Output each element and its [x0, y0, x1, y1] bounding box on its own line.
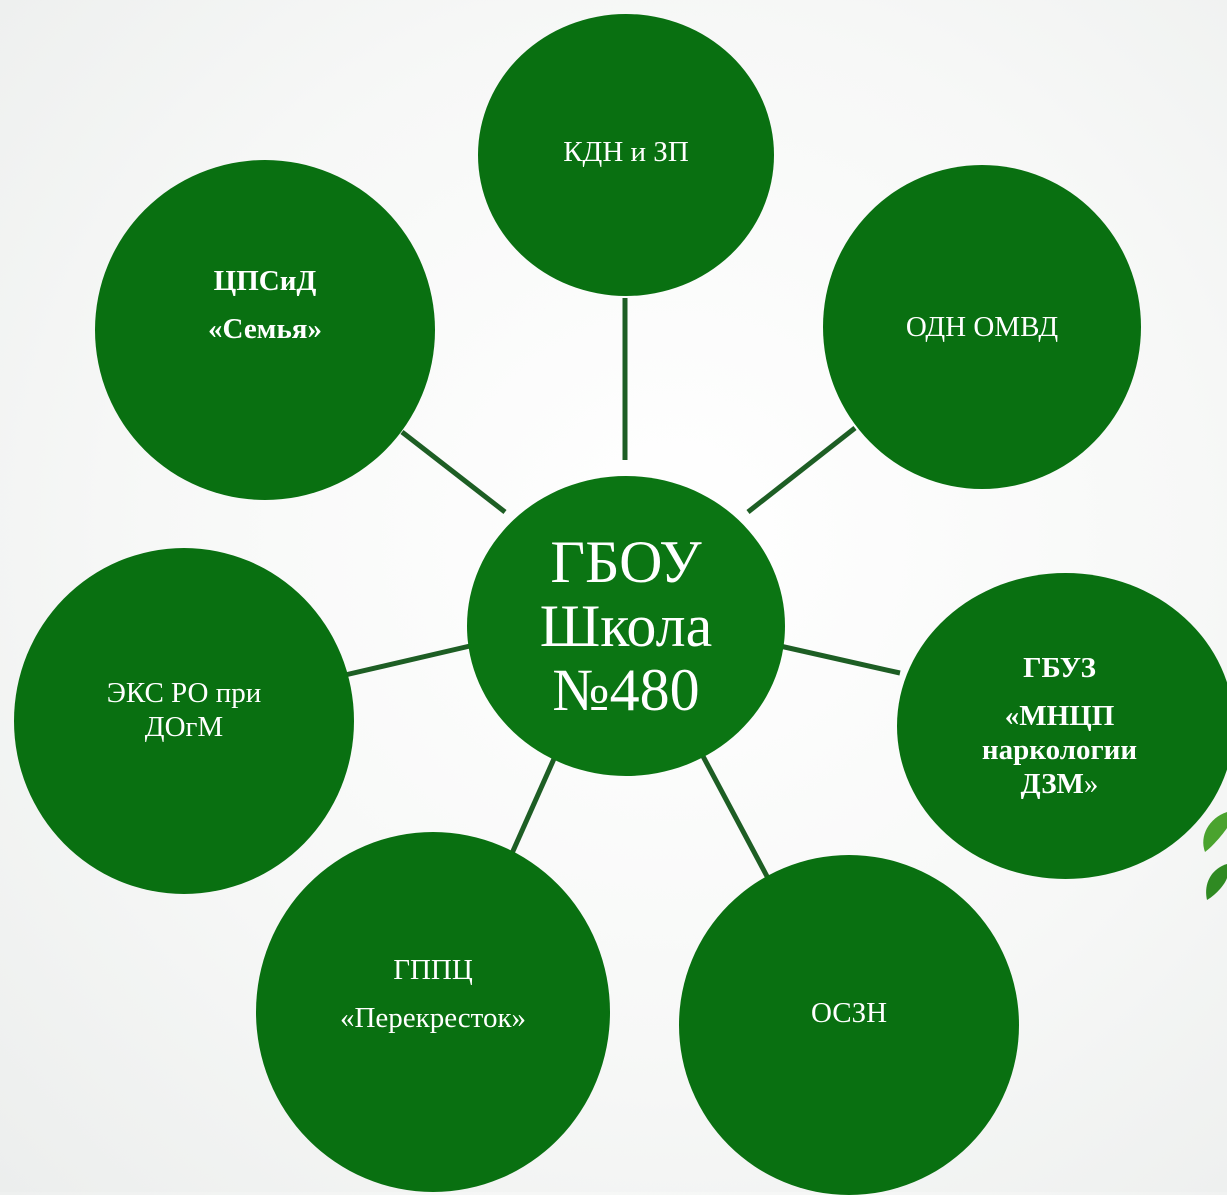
- center-line-1: ГБОУ: [550, 529, 702, 595]
- node-gbuz-line-3: наркологии: [981, 734, 1138, 766]
- node-gppc: ГППЦ «Перекресток»: [256, 832, 610, 1192]
- node-oszn-label: ОСЗН: [810, 997, 888, 1029]
- node-gbuz-line-4: ДЗМ»: [1021, 767, 1099, 801]
- node-eks-line-2: ДОгМ: [144, 711, 224, 743]
- node-cpsid: ЦПСиД «Семья»: [95, 160, 435, 500]
- node-gbuz-quote: »: [1083, 768, 1099, 800]
- node-eks: ЭКС РО при ДОгМ: [14, 548, 354, 894]
- connector-gbuz: [779, 643, 901, 676]
- node-kdn: КДН и ЗП: [478, 14, 774, 296]
- node-gppc-line-1: ГППЦ: [393, 954, 473, 986]
- connector-gppc: [506, 750, 560, 862]
- node-gppc-line-2: «Перекресток»: [339, 1002, 527, 1034]
- node-odn: ОДН ОМВД: [823, 165, 1141, 489]
- node-gbuz: ГБУЗ «МНЦП наркологии ДЗМ»: [897, 573, 1227, 879]
- node-gbuz-line-2: «МНЦП: [1004, 700, 1115, 732]
- node-odn-label: ОДН ОМВД: [905, 311, 1059, 343]
- node-oszn: ОСЗН: [679, 855, 1019, 1195]
- connector-oszn: [694, 743, 773, 884]
- center-line-2: Школа: [539, 593, 713, 659]
- node-cpsid-line-1: ЦПСиД: [213, 265, 317, 297]
- node-gbuz-line-1: ГБУЗ: [1023, 652, 1096, 684]
- connector-eks: [344, 643, 471, 678]
- leaf-decoration: [1203, 812, 1227, 900]
- node-eks-line-1: ЭКС РО при: [106, 677, 262, 709]
- node-gbuz-line-4-text: ДЗМ: [1020, 768, 1084, 800]
- center-line-3: №480: [552, 657, 700, 723]
- node-cpsid-line-2: «Семья»: [208, 313, 322, 345]
- center-node-school: ГБОУ Школа №480: [467, 476, 785, 776]
- node-kdn-label: КДН и ЗП: [563, 136, 689, 168]
- connector-cpsid: [400, 430, 507, 514]
- connector-odn: [746, 426, 857, 514]
